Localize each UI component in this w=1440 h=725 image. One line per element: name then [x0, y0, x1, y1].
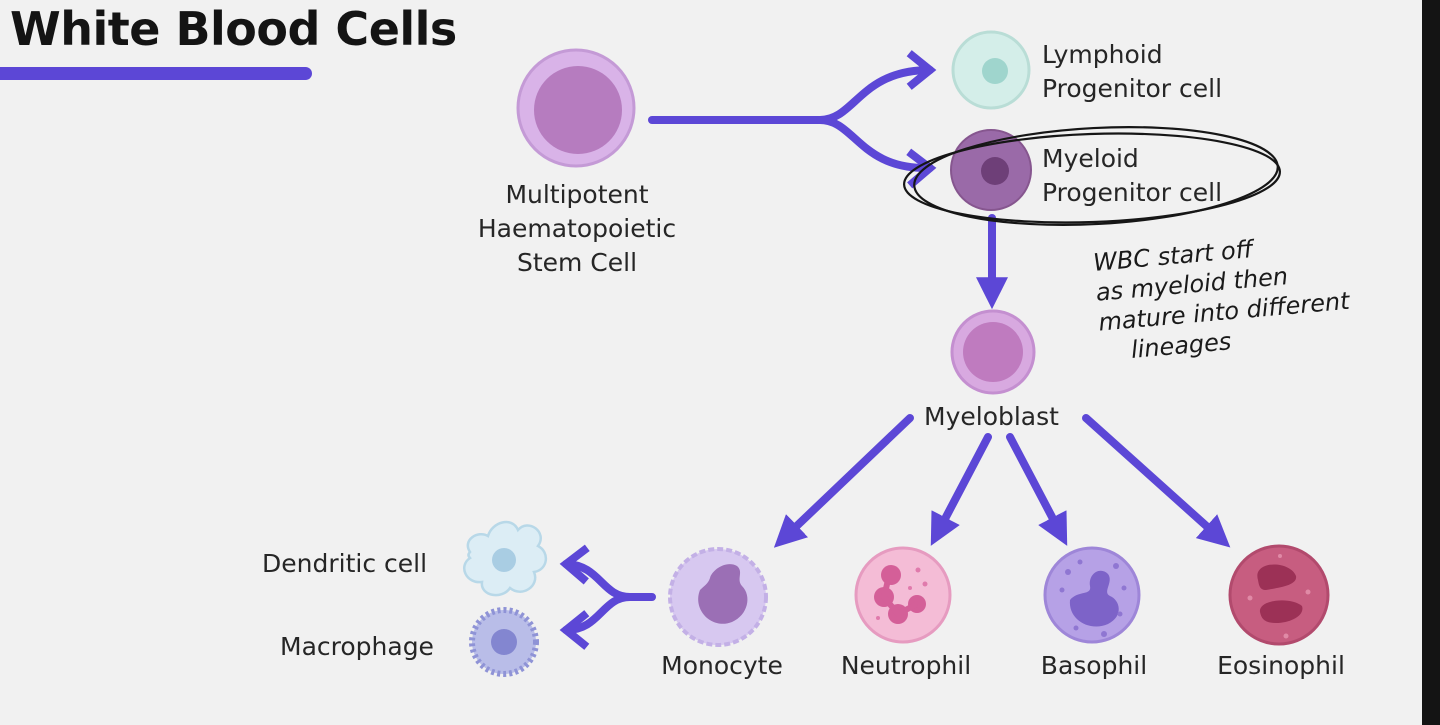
- eosinophil-label: Eosinophil: [1217, 651, 1345, 680]
- title-underline: [0, 67, 312, 80]
- arrow-to-eosinophil: [1082, 414, 1231, 548]
- window-edge: [1422, 0, 1440, 725]
- myeloblast-icon: [950, 309, 1036, 395]
- dendritic-cell-icon: [463, 520, 547, 597]
- stem-cell-label: Multipotent Haematopoietic Stem Cell: [477, 180, 677, 277]
- myeloid-progenitor-icon: [950, 129, 1032, 211]
- basophil-icon: [1043, 546, 1141, 644]
- myeloid-label: Myeloid Progenitor cell: [1042, 144, 1223, 207]
- arrow-to-basophil: [1006, 433, 1068, 546]
- lymphoid-label: Lymphoid Progenitor cell: [1042, 40, 1223, 103]
- macrophage-icon: [469, 607, 539, 677]
- arrow-monocyte-split: [559, 544, 656, 601]
- myeloblast-label: Myeloblast: [924, 402, 1059, 431]
- monocyte-label: Monocyte: [661, 651, 783, 680]
- arrows: [559, 50, 1231, 650]
- neutrophil-icon: [854, 546, 952, 644]
- page-title: White Blood Cells: [10, 2, 457, 56]
- stem-cell-icon: [516, 48, 636, 168]
- handwritten-circle-annotation: [903, 126, 1281, 226]
- arrow-to-monocyte: [773, 414, 914, 548]
- arrow-to-lymphoid: [816, 50, 937, 124]
- dendritic-label: Dendritic cell: [262, 549, 428, 578]
- arrow-to-macrophage: [559, 593, 634, 650]
- basophil-label: Basophil: [1040, 651, 1148, 680]
- eosinophil-icon: [1228, 544, 1330, 646]
- monocyte-icon: [668, 547, 768, 647]
- arrow-to-myeloid: [816, 116, 937, 189]
- macrophage-label: Macrophage: [280, 632, 434, 661]
- arrow-to-neutrophil: [930, 433, 992, 546]
- neutrophil-label: Neutrophil: [840, 651, 972, 680]
- lymphoid-progenitor-icon: [951, 30, 1031, 110]
